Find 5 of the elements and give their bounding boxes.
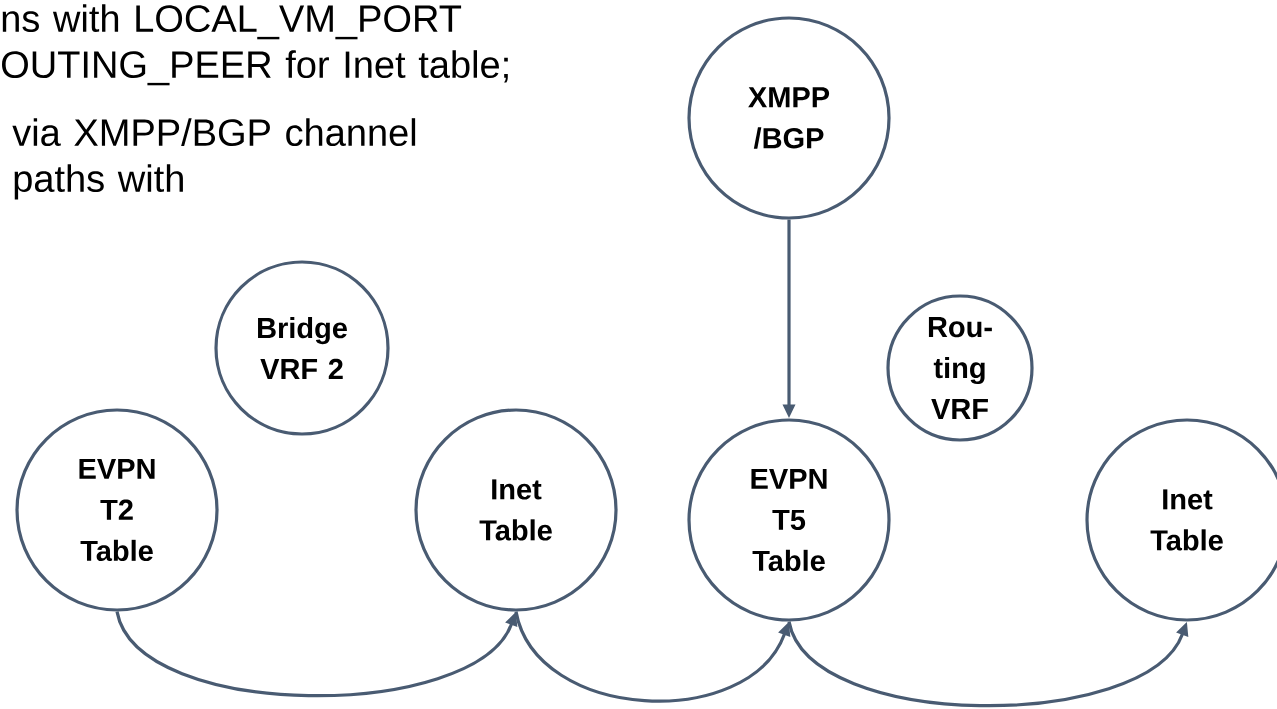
arrow <box>514 611 791 703</box>
arrow <box>115 610 518 698</box>
note-text: ns with LOCAL_VM_PORT OUTING_PEER for Inet table; <box>2 4 508 86</box>
note-text: via XMPP/BGP channel paths with <box>12 118 416 200</box>
arrow <box>787 620 1189 708</box>
